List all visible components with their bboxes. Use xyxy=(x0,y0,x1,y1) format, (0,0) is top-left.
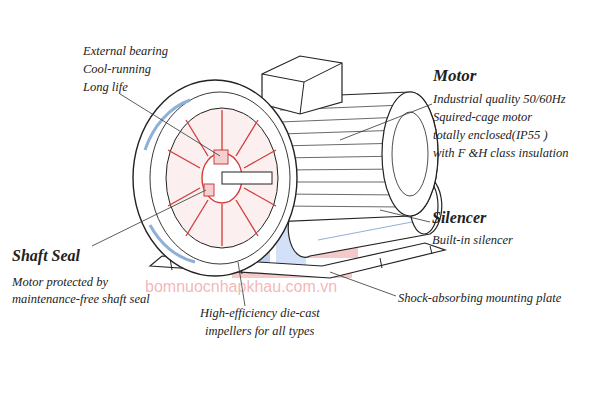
part-note: impellers for all types xyxy=(205,324,314,338)
junction-box xyxy=(262,56,342,114)
part-note: Industrial quality 50/60Hz xyxy=(433,92,566,106)
impeller-blades xyxy=(168,110,276,246)
shaft xyxy=(222,172,272,184)
watermark: bomnuocnhapkhau.com.vn xyxy=(145,278,337,296)
part-note: totally enclosed(IP55 ) xyxy=(433,128,548,142)
part-note: High-efficiency die-cast xyxy=(200,306,320,320)
part-note: maintenance-free shaft seal xyxy=(12,292,150,306)
part-name: Silencer xyxy=(432,209,486,227)
part-name: Motor xyxy=(433,66,476,86)
blower-housing xyxy=(133,80,297,276)
part-note: Long life xyxy=(83,80,128,94)
part-note: Built-in silencer xyxy=(432,233,513,247)
bearing xyxy=(214,150,228,164)
impeller xyxy=(166,108,278,248)
leader-lines xyxy=(92,94,432,306)
part-note: Squired-cage motor xyxy=(433,110,532,124)
part-note: Cool-running xyxy=(83,62,151,76)
part-note: Shock-absorbing mounting plate xyxy=(398,291,561,305)
part-note: with F &H class insulation xyxy=(433,146,568,160)
part-note: Motor protected by xyxy=(12,275,108,289)
motor-end-cap xyxy=(382,92,438,216)
part-note: External bearing xyxy=(83,44,168,58)
part-name: Shaft Seal xyxy=(12,247,80,265)
